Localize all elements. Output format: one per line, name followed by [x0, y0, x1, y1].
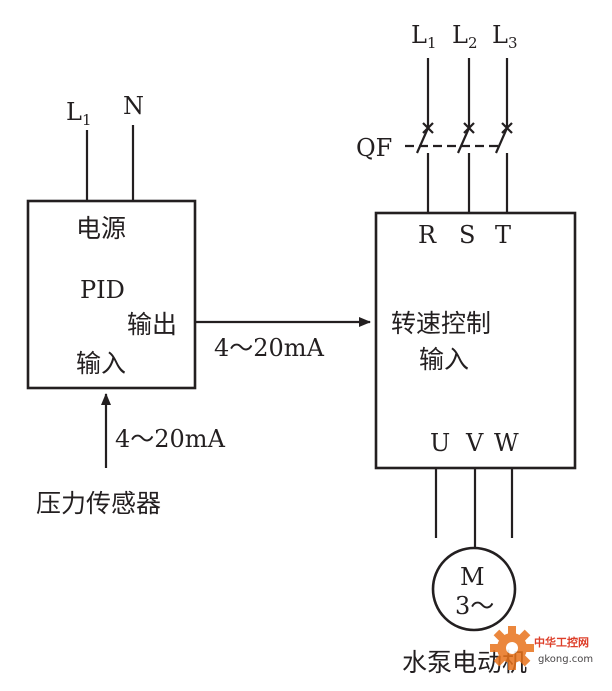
pid-supply-wires	[85, 125, 135, 201]
speed-control-input-label: 输入	[419, 345, 469, 374]
pid-label: PID	[80, 276, 125, 304]
pid-input-label: 输入	[76, 349, 126, 378]
supply-l2-label: L2	[452, 21, 477, 52]
output-signal-label: 4～20mA	[214, 334, 325, 362]
circuit-breaker-qf	[405, 58, 513, 213]
supply-l1-label: L1	[411, 21, 436, 52]
terminal-s-label: S	[459, 221, 475, 249]
pid-output-label: 输出	[127, 310, 177, 339]
watermark-url: gkong.com	[538, 654, 593, 665]
pid-supply-n-label: N	[123, 92, 144, 120]
input-signal-label: 4～20mA	[115, 425, 226, 453]
terminal-u-label: U	[430, 429, 450, 457]
terminal-t-label: T	[495, 221, 511, 249]
speed-control-label: 转速控制	[391, 309, 491, 338]
pid-supply-l1-label: L1	[66, 98, 91, 129]
pressure-sensor-label: 压力传感器	[36, 489, 161, 518]
terminal-v-label: V	[465, 429, 484, 457]
gear-logo-icon	[490, 626, 534, 670]
terminal-w-label: W	[494, 429, 519, 457]
supply-l3-label: L3	[492, 21, 517, 52]
motor-letter-label: M	[460, 563, 485, 591]
pump-motor-symbol	[431, 546, 517, 632]
breaker-qf-label: QF	[356, 134, 392, 162]
watermark-site-name: 中华工控网	[534, 635, 589, 649]
pid-power-label: 电源	[76, 214, 126, 243]
pid-controller-box	[26, 199, 197, 390]
motor-wires	[434, 468, 514, 548]
site-watermark: 中华工控网 gkong.com	[490, 626, 593, 670]
terminal-r-label: R	[418, 221, 437, 249]
motor-phase-label: 3～	[455, 592, 494, 620]
